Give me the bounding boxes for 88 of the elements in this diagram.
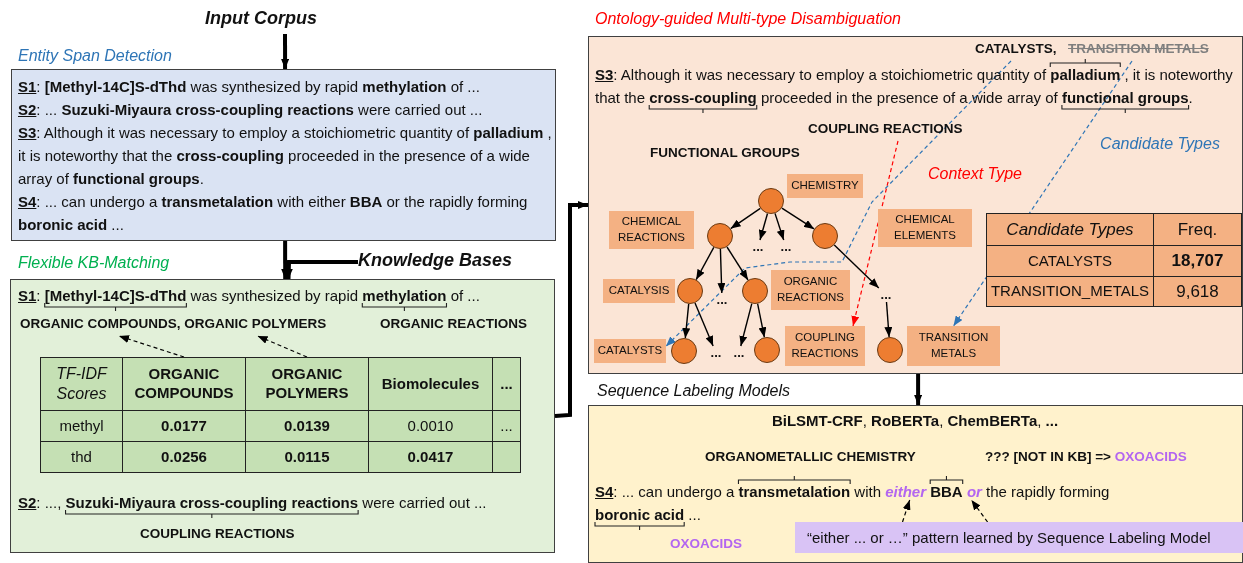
category-box: CATALYSTS bbox=[594, 339, 666, 363]
type-label: FUNCTIONAL GROUPS bbox=[650, 145, 820, 165]
table-cell: 9,618 bbox=[1153, 276, 1242, 307]
sentence: S1: [Methyl-14C]S-dThd was synthesized by rapid methylation of ... bbox=[18, 77, 481, 97]
type-label: COUPLING REACTIONS bbox=[140, 526, 320, 546]
row-header: TRANSITION_METALS bbox=[986, 276, 1154, 307]
column-header: ORGANIC POLYMERS bbox=[245, 357, 369, 411]
ellipsis: ... bbox=[776, 240, 796, 254]
arrow bbox=[284, 260, 358, 280]
row-header: CATALYSTS bbox=[986, 245, 1154, 277]
dashed-arrow bbox=[851, 140, 899, 327]
annotation-label: Context Type bbox=[927, 165, 1023, 183]
category-box: ORGANIC REACTIONS bbox=[771, 270, 850, 310]
type-label: CATALYSTS, bbox=[975, 41, 1065, 61]
ellipsis: ... bbox=[706, 346, 726, 360]
stage-heading: Flexible KB-Matching bbox=[18, 254, 170, 272]
model-names: BiLSMT-CRF, RoBERTa, ChemBERTa, ... bbox=[770, 412, 1060, 429]
type-label: ORGANIC REACTIONS bbox=[380, 316, 540, 336]
arrow bbox=[758, 212, 769, 241]
type-label: OXOACIDS bbox=[1114, 449, 1187, 464]
stage-heading: Ontology-guided Multi-type Disambiguation bbox=[595, 10, 901, 28]
sentence: S2: ..., Suzuki-Miyaura cross-coupling reactions were carried out ... bbox=[18, 493, 488, 513]
sentence: S4: ... can undergo a transmetalation with either BBA or the rapidly forming boronic acid ... bbox=[595, 482, 1111, 525]
dashed-arrow bbox=[257, 335, 308, 358]
type-label: OXOACIDS bbox=[670, 536, 750, 556]
arrow bbox=[726, 246, 749, 281]
column-header: Biomolecules bbox=[368, 357, 493, 411]
pointer-arrow bbox=[901, 499, 911, 523]
row-header: thd bbox=[40, 441, 123, 473]
sentence: S1: [Methyl-14C]S-dThd was synthesized by rapid methylation of ... bbox=[18, 286, 481, 306]
table-cell: ... bbox=[492, 410, 521, 442]
category-box: CHEMICAL REACTIONS bbox=[609, 211, 694, 249]
dashed-arrow bbox=[665, 60, 1012, 347]
annotation-label: Candidate Types bbox=[1099, 135, 1221, 153]
input-label: Knowledge Bases bbox=[358, 250, 533, 274]
column-header: ORGANIC COMPOUNDS bbox=[122, 357, 246, 411]
column-header: ... bbox=[492, 357, 521, 411]
type-label: ORGANOMETALLIC CHEMISTRY bbox=[705, 449, 945, 469]
arrow bbox=[694, 302, 714, 347]
sentence: S4: ... can undergo a transmetalation with either BBA or the rapidly forming boronic acid ... bbox=[18, 192, 529, 235]
sentence: S3: Although it was necessary to employ a stoichiometric quantity of palladium , it is noteworthy that the cross-coupling proceeded in the presence of a wide array of functional groups. bbox=[18, 123, 553, 189]
ellipsis: ... bbox=[748, 240, 768, 254]
ellipsis: ... bbox=[729, 346, 749, 360]
sentence: S3: Although it was necessary to employ a stoichiometric quantity of palladium , it is noteworthy that the cross-coupling proceeded in the presence of a wide array of functional groups. bbox=[595, 65, 1233, 108]
arrow bbox=[717, 248, 726, 294]
type-label: COUPLING REACTIONS bbox=[808, 121, 988, 141]
column-header: Freq. bbox=[1153, 213, 1242, 246]
table-cell: 0.0010 bbox=[368, 410, 493, 442]
table-cell: 18,707 bbox=[1153, 245, 1242, 277]
ellipsis: ... bbox=[712, 293, 732, 307]
arrow bbox=[682, 303, 691, 339]
arrow bbox=[781, 207, 815, 230]
dashed-arrow bbox=[952, 60, 1133, 327]
column-header: TF-IDF Scores bbox=[40, 357, 123, 411]
table-cell: 0.0139 bbox=[245, 410, 369, 442]
ellipsis: ... bbox=[876, 288, 896, 302]
arrow bbox=[730, 207, 761, 230]
arrow bbox=[281, 34, 290, 69]
category-box: CHEMICAL ELEMENTS bbox=[878, 209, 972, 247]
arrow bbox=[695, 246, 715, 281]
row-header: methyl bbox=[40, 410, 123, 442]
input-label: Input Corpus bbox=[205, 8, 365, 34]
note-box: “either ... or …” pattern learned by Sequence Labeling Model bbox=[795, 522, 1243, 553]
column-header: Candidate Types bbox=[986, 213, 1154, 246]
category-box: COUPLING REACTIONS bbox=[785, 326, 865, 366]
pointer-arrow bbox=[970, 499, 989, 523]
arrow bbox=[739, 302, 753, 347]
arrow bbox=[884, 301, 893, 338]
stage-heading: Sequence Labeling Models bbox=[597, 382, 791, 400]
arrow bbox=[756, 303, 767, 338]
stage-heading: Entity Span Detection bbox=[18, 47, 172, 65]
sentence: S2: ... Suzuki-Miyaura cross-coupling reactions were carried out ... bbox=[18, 100, 484, 120]
table-cell: 0.0115 bbox=[245, 441, 369, 473]
arrow bbox=[281, 241, 290, 279]
type-label: TRANSITION METALS bbox=[1068, 41, 1228, 61]
arrow bbox=[774, 212, 785, 241]
dashed-arrow bbox=[118, 335, 185, 358]
category-box: CATALYSIS bbox=[603, 279, 675, 303]
category-box: TRANSITION METALS bbox=[907, 326, 1000, 366]
arrow bbox=[914, 374, 923, 405]
type-label: ORGANIC COMPOUNDS, ORGANIC POLYMERS bbox=[20, 316, 350, 336]
table-cell: 0.0417 bbox=[368, 441, 493, 473]
arrow bbox=[833, 244, 880, 289]
table-cell: 0.0177 bbox=[122, 410, 246, 442]
annotation-text: ??? [NOT IN KB] => bbox=[985, 449, 1111, 464]
arrow bbox=[554, 201, 588, 418]
table-cell: 0.0256 bbox=[122, 441, 246, 473]
category-box: CHEMISTRY bbox=[787, 174, 863, 198]
